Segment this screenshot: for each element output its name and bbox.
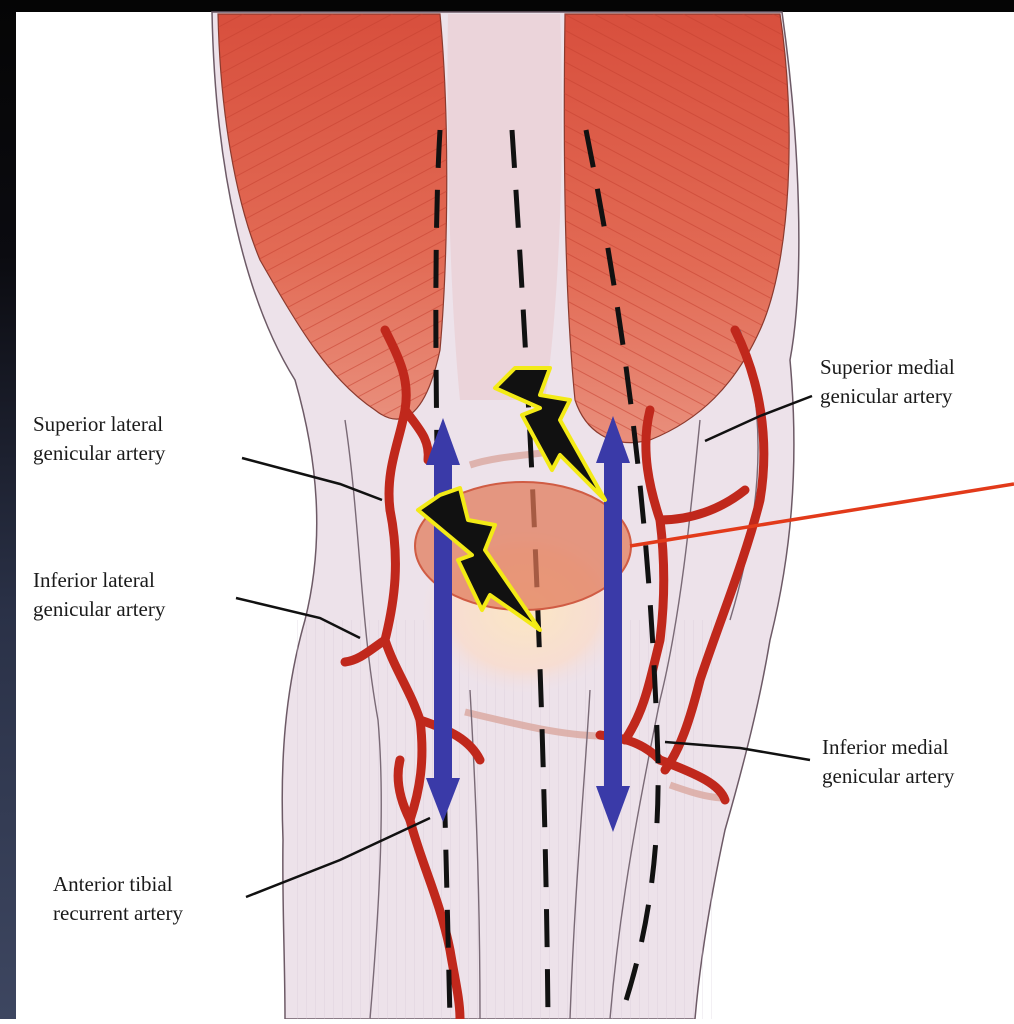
label-line: recurrent artery [53,899,183,928]
label-anterior-tibial: Anterior tibial recurrent artery [53,870,183,928]
label-line: genicular artery [822,762,954,791]
label-inferior-medial: Inferior medial genicular artery [822,733,954,791]
label-line: genicular artery [33,595,165,624]
label-inferior-lateral: Inferior lateral genicular artery [33,566,165,624]
label-line: Superior lateral [33,410,165,439]
label-line: Superior medial [820,353,955,382]
left-dark-band [0,0,16,1019]
label-line: Anterior tibial [53,870,183,899]
label-line: genicular artery [33,439,165,468]
label-line: Inferior medial [822,733,954,762]
label-superior-medial: Superior medial genicular artery [820,353,955,411]
label-superior-lateral: Superior lateral genicular artery [33,410,165,468]
label-line: genicular artery [820,382,955,411]
label-line: Inferior lateral [33,566,165,595]
